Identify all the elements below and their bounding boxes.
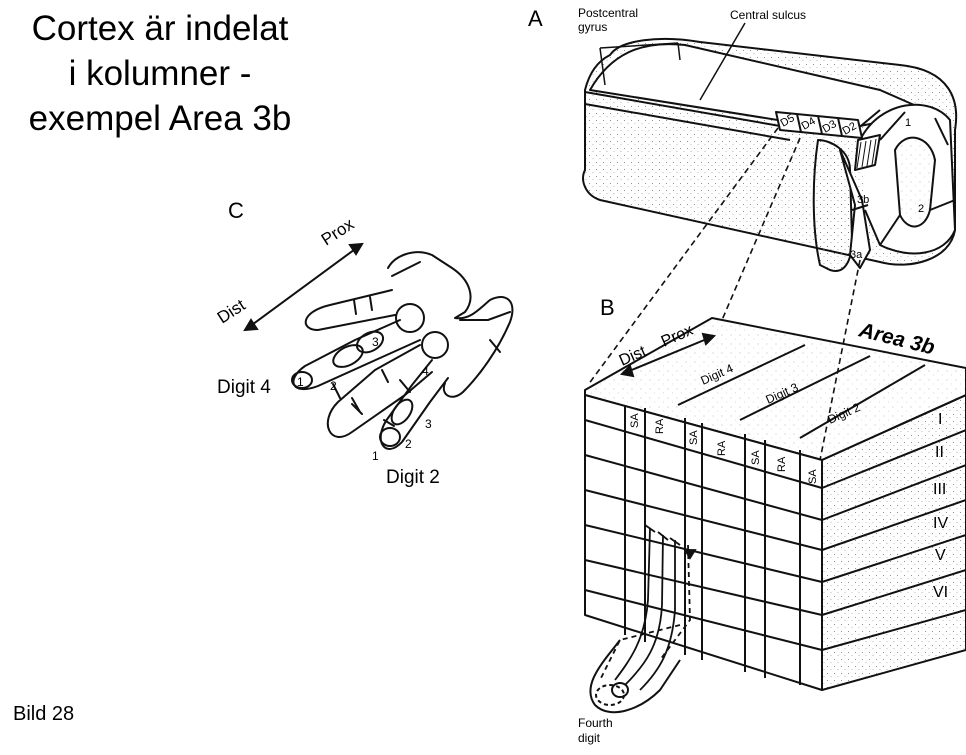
palm-crease [391,261,421,277]
title-line-2: i kolumner - [68,54,252,94]
postcentral-bracket [599,42,681,86]
column-ra-1: RA [654,418,666,434]
layer-iii: III [933,481,946,498]
panel-c-mark-3: 3 [372,335,379,349]
layer-iv: IV [933,515,948,532]
layer-i: I [938,411,942,428]
rf-digit4-c [355,330,385,354]
knuckle-1 [395,303,425,333]
panel-c-dist-prox-arrow [243,242,364,332]
finger-index [304,289,396,331]
area-3b: 3b [857,194,869,206]
panel-a-cortex [582,37,958,272]
column-sa-1: SA [629,413,641,428]
column-sa-2: SA [688,430,700,445]
panel-b-block [584,317,966,691]
panel-c-hand [291,251,514,450]
layer-v: V [935,547,946,564]
panel-b-letter: B [600,295,615,320]
postcentral-line1: Postcentral [578,6,638,20]
section-face [812,139,853,272]
title-line-1: Cortex är indelat [31,9,289,48]
rf-digit2-a [379,427,401,447]
knuckle-2 [421,331,449,359]
fourth-digit-line1: Fourth [578,716,613,730]
area-3a: 3a [850,249,863,261]
panel-a-letter: A [528,6,543,31]
finger-little [459,311,511,321]
rf-digit2-b [390,398,414,426]
hand-outline [387,251,514,398]
panel-b-dist-prox-arrow [619,332,717,378]
slide-number: Bild 28 [13,703,75,725]
panel-c-letter: C [228,198,244,223]
postcentral-line2: gyrus [578,20,607,34]
panel-c-mark-5: 1 [372,449,379,463]
column-sa-3: SA [750,450,762,465]
central-sulcus-pointer [699,22,746,101]
panel-c-mark-7: 3 [425,417,432,431]
finger-middle [326,344,433,438]
panel-c-mark-4: 4 [422,364,429,378]
fourth-digit-tip [589,639,681,714]
rf-digit4-a [291,371,313,389]
finger-digit2 [379,359,449,450]
panel-c-digit2: Digit 2 [386,467,440,488]
afferent-fibres [599,524,697,691]
central-sulcus-label: Central sulcus [730,8,806,22]
area-2: 2 [918,203,924,215]
column-ra-2: RA [716,440,728,456]
panel-c-mark-1: 1 [297,375,304,389]
panel-c-digit4: Digit 4 [217,377,271,398]
panel-c-mark-6: 2 [405,437,412,451]
title-line-3: exempel Area 3b [28,99,292,139]
slide-title: Cortex är indelat i kolumner - exempel A… [4,6,316,141]
column-sa-4: SA [807,469,819,484]
area-1: 1 [905,117,911,129]
gyrus-top [589,43,931,131]
layer-ii: II [935,444,944,461]
rf-digit4-b [332,344,364,368]
layer-vi: VI [933,584,948,601]
panel-c-dist: Dist [214,295,249,327]
column-ra-3: RA [776,456,788,472]
fourth-digit-line2: digit [578,731,601,745]
panel-c-mark-2: 2 [330,379,337,393]
